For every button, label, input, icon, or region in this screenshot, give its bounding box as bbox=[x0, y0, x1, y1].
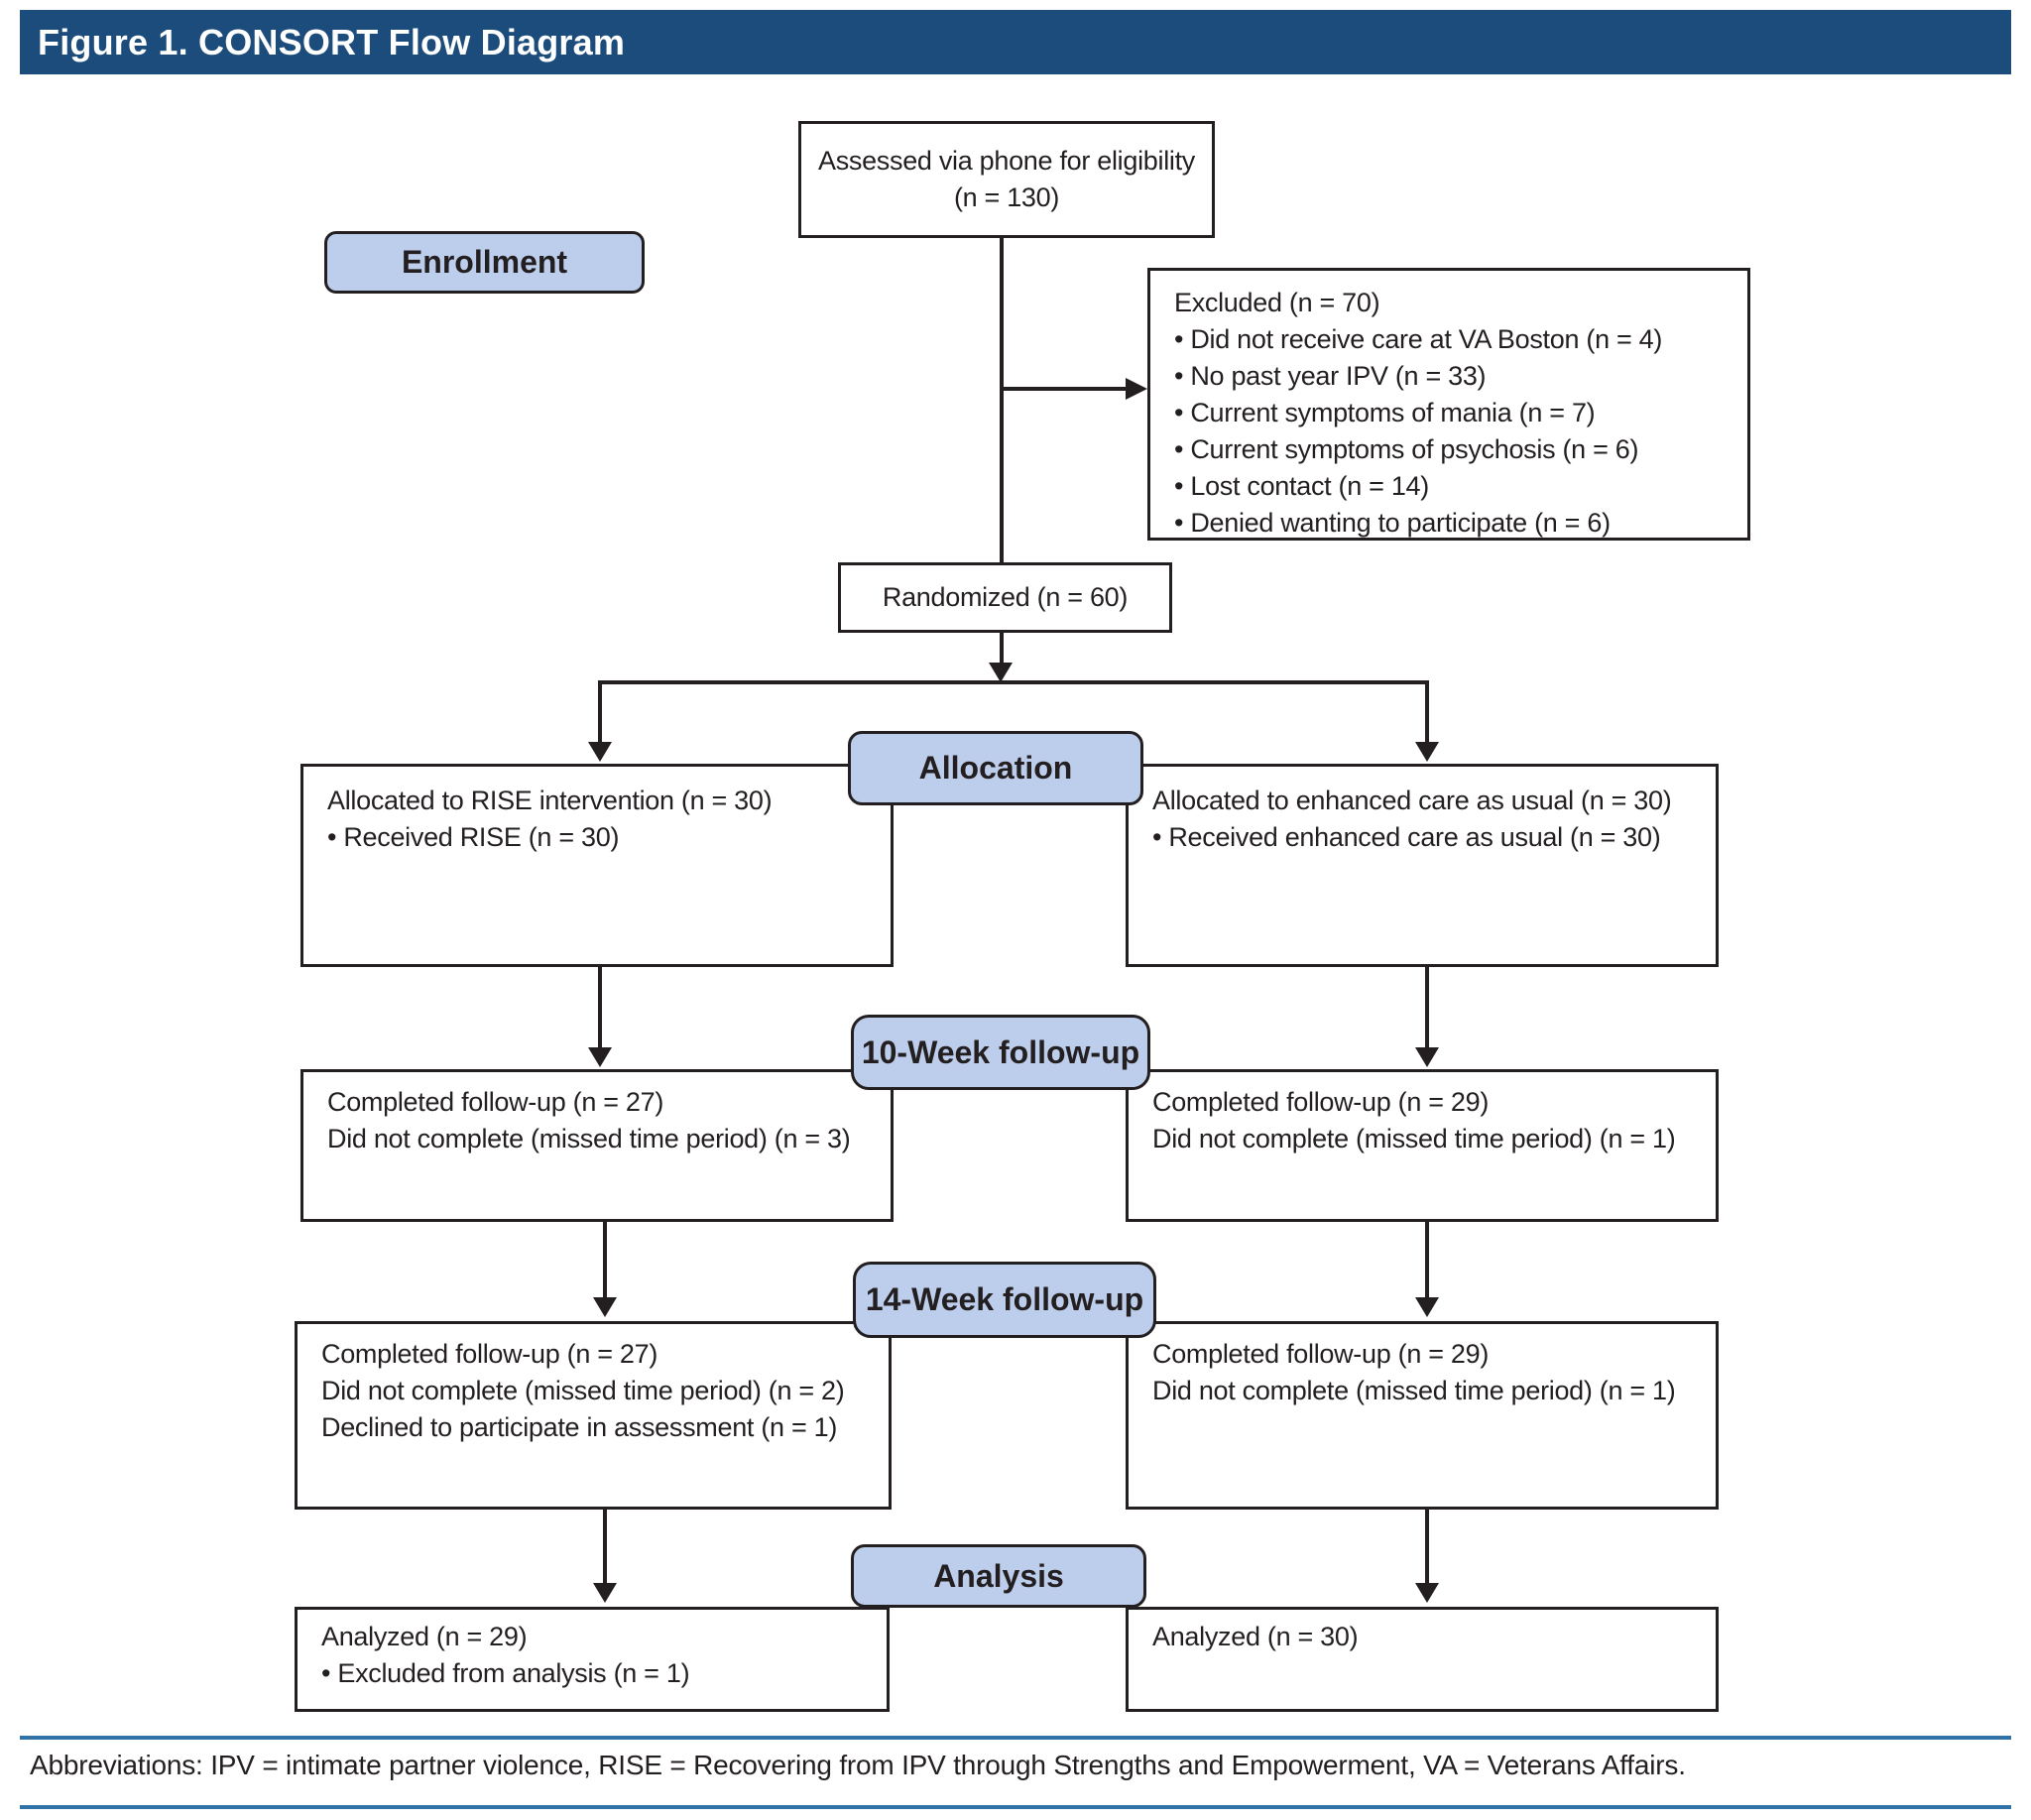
connector-to-excluded bbox=[1002, 387, 1128, 391]
week14-right-line: Did not complete (missed time period) (n… bbox=[1152, 1376, 1676, 1405]
stage-label-week10: 10-Week follow-up bbox=[851, 1015, 1150, 1090]
allocation-left-line: Allocated to RISE intervention (n = 30) bbox=[327, 786, 773, 815]
arrow-down-icon bbox=[1415, 1297, 1439, 1317]
analysis-left-box: Analyzed (n = 29) • Excluded from analys… bbox=[295, 1607, 890, 1712]
stage-label-analysis: Analysis bbox=[851, 1544, 1146, 1608]
week14-left-line: Declined to participate in assessment (n… bbox=[321, 1412, 838, 1442]
branch-left-leg bbox=[598, 684, 602, 742]
footer-top-rule bbox=[20, 1736, 2011, 1740]
arrow-down-icon bbox=[588, 742, 612, 762]
week14-left-box: Completed follow-up (n = 27) Did not com… bbox=[295, 1321, 892, 1510]
figure-title: Figure 1. CONSORT Flow Diagram bbox=[38, 21, 626, 62]
week10-right-line: Did not complete (missed time period) (n… bbox=[1152, 1124, 1676, 1153]
allocation-left-line: • Received RISE (n = 30) bbox=[327, 822, 620, 852]
assessed-text: Assessed via phone for eligibility (n = … bbox=[817, 146, 1195, 212]
analysis-right-box: Analyzed (n = 30) bbox=[1126, 1607, 1719, 1712]
footer-bottom-rule bbox=[20, 1805, 2011, 1809]
excluded-item: • Did not receive care at VA Boston (n =… bbox=[1174, 324, 1663, 354]
enrollment-label-text: Enrollment bbox=[401, 244, 568, 280]
arrow-down-icon bbox=[1415, 1583, 1439, 1603]
week14-label-text: 14-Week follow-up bbox=[865, 1281, 1144, 1317]
allocation-left-box: Allocated to RISE intervention (n = 30) … bbox=[300, 764, 894, 967]
week10-left-line: Did not complete (missed time period) (n… bbox=[327, 1124, 851, 1153]
analysis-left-line: • Excluded from analysis (n = 1) bbox=[321, 1658, 690, 1688]
week10-left-line: Completed follow-up (n = 27) bbox=[327, 1087, 664, 1117]
figure-title-bar: Figure 1. CONSORT Flow Diagram bbox=[20, 10, 2011, 74]
arrow-down-icon bbox=[588, 1047, 612, 1067]
connector-allocright-week10 bbox=[1425, 967, 1429, 1049]
excluded-title: Excluded (n = 70) bbox=[1174, 288, 1380, 317]
week10-right-line: Completed follow-up (n = 29) bbox=[1152, 1087, 1490, 1117]
excluded-box: Excluded (n = 70) • Did not receive care… bbox=[1147, 268, 1750, 541]
connector-randomized-branch bbox=[1000, 633, 1004, 665]
arrow-right-icon bbox=[1126, 378, 1147, 400]
allocation-label-text: Allocation bbox=[918, 750, 1073, 786]
week14-left-line: Completed follow-up (n = 27) bbox=[321, 1339, 658, 1369]
connector-week14left-analysis bbox=[603, 1510, 607, 1585]
excluded-item: • Denied wanting to participate (n = 6) bbox=[1174, 508, 1611, 538]
allocation-right-box: Allocated to enhanced care as usual (n =… bbox=[1126, 764, 1719, 967]
connector-assessed-randomized bbox=[1000, 238, 1004, 562]
analysis-label-text: Analysis bbox=[933, 1557, 1064, 1594]
excluded-item: • Current symptoms of psychosis (n = 6) bbox=[1174, 434, 1639, 464]
excluded-item: • No past year IPV (n = 33) bbox=[1174, 361, 1487, 391]
connector-allocleft-week10 bbox=[598, 967, 602, 1049]
stage-label-week14: 14-Week follow-up bbox=[853, 1262, 1156, 1338]
arrow-down-icon bbox=[593, 1297, 617, 1317]
connector-week10left-week14 bbox=[603, 1222, 607, 1299]
arrow-down-icon bbox=[1415, 742, 1439, 762]
randomized-box: Randomized (n = 60) bbox=[838, 562, 1172, 633]
week14-right-box: Completed follow-up (n = 29) Did not com… bbox=[1126, 1321, 1719, 1510]
arrow-down-icon bbox=[989, 663, 1013, 682]
week10-label-text: 10-Week follow-up bbox=[861, 1033, 1140, 1070]
allocation-right-line: • Received enhanced care as usual (n = 3… bbox=[1152, 822, 1661, 852]
connector-week10right-week14 bbox=[1425, 1222, 1429, 1299]
arrow-down-icon bbox=[1415, 1047, 1439, 1067]
analysis-left-line: Analyzed (n = 29) bbox=[321, 1622, 528, 1651]
branch-horizontal-line bbox=[598, 680, 1429, 684]
week14-right-line: Completed follow-up (n = 29) bbox=[1152, 1339, 1490, 1369]
stage-label-enrollment: Enrollment bbox=[324, 231, 645, 294]
analysis-right-line: Analyzed (n = 30) bbox=[1152, 1622, 1359, 1651]
week14-left-line: Did not complete (missed time period) (n… bbox=[321, 1376, 845, 1405]
connector-week14right-analysis bbox=[1425, 1510, 1429, 1585]
week10-right-box: Completed follow-up (n = 29) Did not com… bbox=[1126, 1069, 1719, 1222]
allocation-right-line: Allocated to enhanced care as usual (n =… bbox=[1152, 786, 1672, 815]
abbreviations-text: Abbreviations: IPV = intimate partner vi… bbox=[30, 1750, 1686, 1780]
excluded-item: • Current symptoms of mania (n = 7) bbox=[1174, 398, 1596, 427]
branch-right-leg bbox=[1425, 684, 1429, 742]
excluded-item: • Lost contact (n = 14) bbox=[1174, 471, 1429, 501]
stage-label-allocation: Allocation bbox=[848, 731, 1143, 805]
arrow-down-icon bbox=[593, 1583, 617, 1603]
week10-left-box: Completed follow-up (n = 27) Did not com… bbox=[300, 1069, 894, 1222]
assessed-box: Assessed via phone for eligibility (n = … bbox=[798, 121, 1215, 238]
randomized-text: Randomized (n = 60) bbox=[882, 582, 1129, 612]
